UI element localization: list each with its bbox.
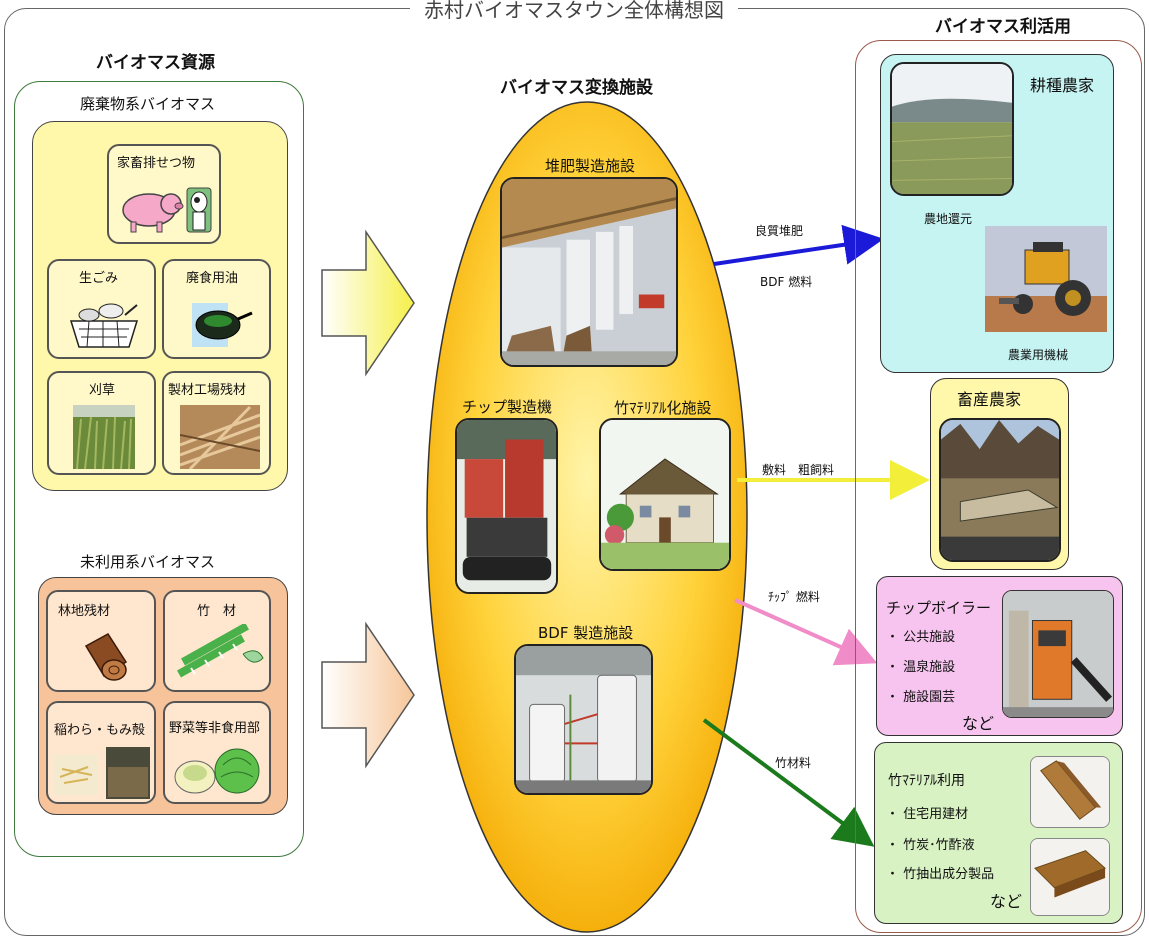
bamboo-use-heading: 竹ﾏﾃﾘｱﾙ利用 <box>888 773 965 789</box>
tile-straw-husk: 稲わら・もみ殻 <box>46 701 156 804</box>
grass-photo <box>73 405 135 469</box>
input-arrow-bottom <box>321 621 415 769</box>
pig-cow-icon <box>122 187 212 233</box>
tile-food-waste: 生ごみ <box>47 259 156 359</box>
bamboo-icon <box>177 624 264 678</box>
flow-label-chip: ﾁｯﾌﾟ 燃料 <box>768 590 820 604</box>
compost-facility-photo <box>500 177 678 367</box>
facility-chipper-label: チップ製造機 <box>462 398 553 416</box>
machine-caption: 農業用機械 <box>1008 348 1069 362</box>
bamboo-facility-image <box>599 418 731 571</box>
tile-label: 製材工場残材 <box>168 383 247 398</box>
utilization-heading: バイオマス利活用 <box>935 17 1071 37</box>
bamboo-item-building: ・ 住宅用建材 <box>886 807 969 822</box>
tile-bamboo: 竹 材 <box>163 590 271 692</box>
tile-livestock-manure: 家畜排せつ物 <box>107 144 221 244</box>
bamboo-lumber-photo-2 <box>1030 838 1110 916</box>
chipper-photo <box>455 418 558 594</box>
boiler-heading: チップボイラー <box>886 599 992 617</box>
resources-panel <box>14 81 304 857</box>
resources-heading: バイオマス資源 <box>96 53 215 73</box>
boiler-item-onsen: ・ 温泉施設 <box>886 660 956 675</box>
boiler-item-greenhouse: ・ 施設園芸 <box>886 690 956 705</box>
boiler-photo <box>1002 590 1114 718</box>
vegetables-icon <box>174 748 260 794</box>
farmland-caption: 農地還元 <box>924 212 973 226</box>
barn-photo <box>939 418 1061 562</box>
facility-bamboo-label: 竹ﾏﾃﾘｱﾙ化施設 <box>614 399 712 417</box>
boiler-etc: など <box>962 714 995 733</box>
log-icon <box>84 633 128 681</box>
facility-bdf-label: BDF 製造施設 <box>538 624 634 642</box>
flow-arrow-chip <box>734 598 878 666</box>
wok-pan-icon <box>192 303 253 347</box>
tile-label: 家畜排せつ物 <box>117 156 196 171</box>
flow-arrow-compost <box>713 224 884 266</box>
tile-label: 生ごみ <box>79 271 119 286</box>
tile-vegetable-parts: 野菜等非食用部 <box>163 701 271 804</box>
conversion-heading: バイオマス変換施設 <box>500 78 653 98</box>
flow-label-bdf: BDF 燃料 <box>760 275 813 289</box>
farmer-heading: 耕種農家 <box>1030 76 1095 95</box>
bamboo-etc: など <box>990 892 1023 911</box>
input-arrow-top <box>321 229 415 377</box>
straw-photo <box>54 747 150 799</box>
flow-label-bedding: 敷料 粗飼料 <box>762 463 835 477</box>
unused-heading: 未利用系バイオマス <box>80 553 216 571</box>
tile-forest-residue: 林地残材 <box>46 590 156 692</box>
tile-label: 林地残材 <box>58 604 111 619</box>
diagram-title: 赤村バイオマスタウン全体構想図 <box>410 0 738 23</box>
tractor-image <box>985 226 1107 332</box>
waste-heading: 廃棄物系バイオマス <box>80 95 216 113</box>
utilization-panel <box>855 40 1142 933</box>
tile-waste-oil: 廃食用油 <box>162 259 271 359</box>
tile-label: 稲わら・もみ殻 <box>54 723 146 738</box>
tile-label: 竹 材 <box>197 604 237 619</box>
bamboo-item-extract: ・ 竹抽出成分製品 <box>886 867 995 882</box>
flow-label-bamboo: 竹材料 <box>775 756 812 770</box>
tile-label: 刈草 <box>89 383 116 398</box>
boiler-item-public: ・ 公共施設 <box>886 630 956 645</box>
livestock-heading: 畜産農家 <box>957 390 1022 409</box>
lumber-pile-photo <box>180 405 260 469</box>
farmland-photo <box>890 62 1014 196</box>
facility-compost-label: 堆肥製造施設 <box>545 157 636 175</box>
bamboo-item-charcoal: ・ 竹炭･竹酢液 <box>886 838 975 853</box>
tile-sawmill-residue: 製材工場残材 <box>162 371 271 475</box>
basket-icon <box>69 303 139 348</box>
tile-label: 廃食用油 <box>186 271 239 286</box>
bdf-facility-photo <box>514 644 653 795</box>
flow-label-compost: 良質堆肥 <box>755 224 804 238</box>
tile-cut-grass: 刈草 <box>47 371 156 475</box>
bamboo-lumber-photo-1 <box>1030 756 1110 828</box>
flow-arrow-bamboo <box>702 718 875 847</box>
tile-label: 野菜等非食用部 <box>169 721 261 736</box>
